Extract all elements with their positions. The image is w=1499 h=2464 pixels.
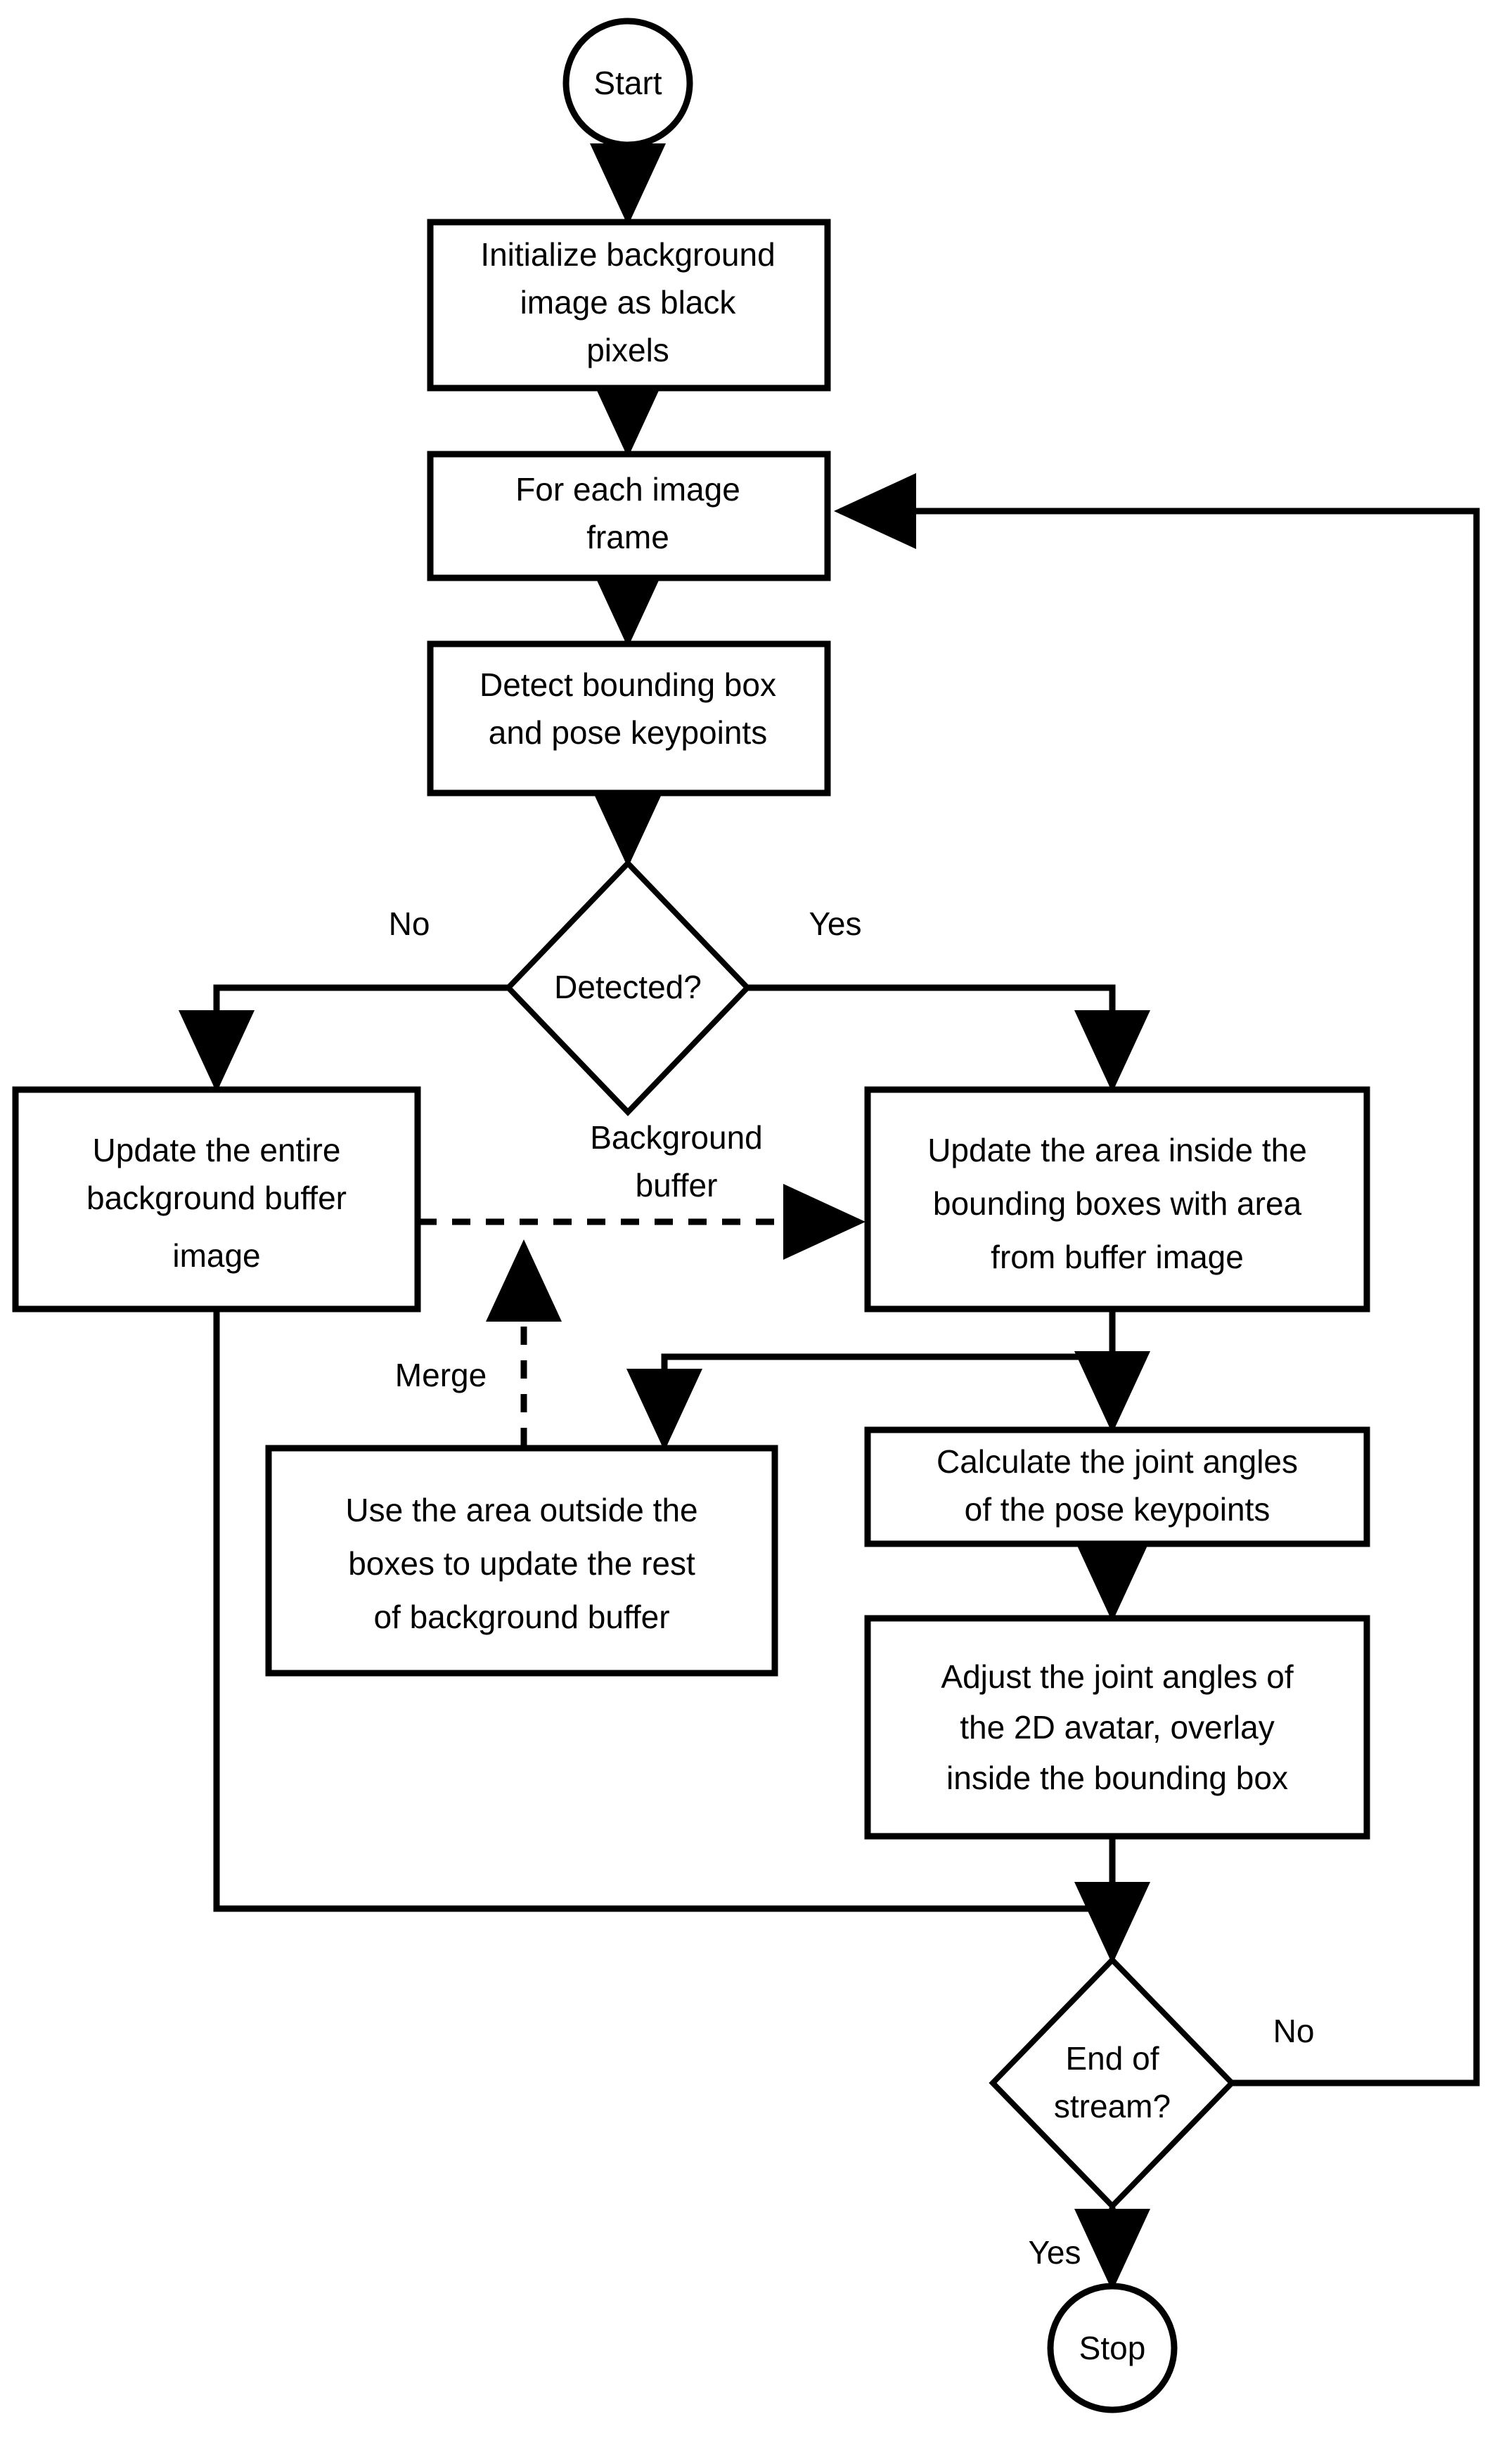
node-use-outside-line2: boxes to update the rest: [348, 1545, 695, 1582]
node-foreach-line2: frame: [586, 519, 669, 555]
node-detect-bbox[interactable]: [427, 640, 831, 796]
node-init-line2: image as black: [520, 284, 737, 321]
edge-label-background-buffer-line1: Background: [590, 1119, 763, 1156]
node-stop[interactable]: [1047, 2283, 1178, 2413]
node-adjust-line3: inside the bounding box: [946, 1760, 1288, 1796]
edge-label-detected-yes: Yes: [809, 905, 861, 942]
node-detected-decision[interactable]: [504, 859, 752, 1116]
node-end-of-stream-line2: stream?: [1054, 2088, 1171, 2124]
node-use-outside-line1: Use the area outside the: [345, 1492, 697, 1528]
edge-updateentire-to-merge-bottom: [213, 1308, 1112, 1912]
node-start[interactable]: [562, 18, 693, 148]
node-end-of-stream-line1: End of: [1066, 2040, 1159, 2077]
node-start-label: Start: [593, 65, 662, 101]
node-adjust-joint-angles[interactable]: [864, 1615, 1370, 1840]
edge-label-merge: Merge: [395, 1357, 487, 1393]
edge-label-end-of-stream-yes: Yes: [1028, 2234, 1081, 2271]
edge-detected-no: [179, 984, 511, 1092]
node-for-each-frame[interactable]: [427, 451, 831, 581]
node-update-entire-buffer[interactable]: [12, 1086, 421, 1312]
node-adjust-line1: Adjust the joint angles of: [941, 1658, 1293, 1695]
node-stop-label: Stop: [1079, 2330, 1146, 2366]
node-calculate-joint-angles[interactable]: [864, 1426, 1370, 1547]
node-update-inside-line2: bounding boxes with area: [933, 1185, 1302, 1222]
edge-endofstream-no-loop: [834, 473, 1480, 2086]
node-use-outside-line3: of background buffer: [373, 1599, 669, 1635]
node-foreach-line1: For each image: [515, 471, 740, 508]
node-update-inside-line3: from buffer image: [991, 1239, 1244, 1275]
edge-label-detected-no: No: [389, 905, 430, 942]
node-update-entire-line3: image: [172, 1237, 260, 1274]
node-update-entire-line2: background buffer: [86, 1180, 347, 1216]
node-init-line3: pixels: [586, 332, 669, 368]
edge-detected-yes: [745, 984, 1150, 1092]
edge-label-end-of-stream-no: No: [1273, 2013, 1315, 2049]
node-update-entire-line1: Update the entire: [93, 1132, 341, 1168]
node-adjust-line2: the 2D avatar, overlay: [960, 1709, 1274, 1746]
node-use-outside-boxes[interactable]: [265, 1445, 778, 1677]
node-detect-line1: Detect bounding box: [480, 666, 776, 703]
node-update-inside-boxes[interactable]: [864, 1086, 1370, 1312]
node-end-of-stream-decision[interactable]: [989, 1956, 1236, 2210]
node-calculate-line2: of the pose keypoints: [965, 1491, 1270, 1528]
node-detected-label: Detected?: [554, 969, 702, 1005]
node-update-inside-line1: Update the area inside the: [927, 1132, 1307, 1168]
node-calculate-line1: Calculate the joint angles: [937, 1443, 1298, 1480]
node-init-background[interactable]: [427, 219, 831, 392]
edge-label-background-buffer-line2: buffer: [636, 1167, 718, 1204]
edge-updateinside-to-useoutside: [626, 1308, 1116, 1451]
node-detect-line2: and pose keypoints: [489, 714, 767, 751]
node-init-line1: Initialize background: [480, 236, 775, 273]
